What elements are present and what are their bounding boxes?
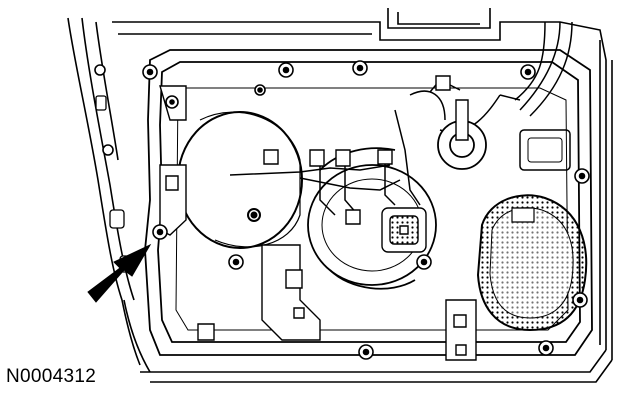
door-frame-outline [112,8,612,382]
harness-connectors [264,76,450,224]
fasteners [95,61,589,359]
wiring-harness [230,22,545,215]
figure-reference-code: N0004312 [6,366,97,387]
latch-block [160,86,186,235]
window-motor-housing [178,112,302,248]
lower-brackets [198,245,476,360]
glass-guide-channel [520,22,572,170]
speaker [478,195,586,330]
regulator-gear [382,208,426,252]
callout-arrow [88,245,150,302]
door-frame-left-edge [68,18,150,372]
access-grommet [438,100,486,169]
door-edge-details [96,96,132,272]
